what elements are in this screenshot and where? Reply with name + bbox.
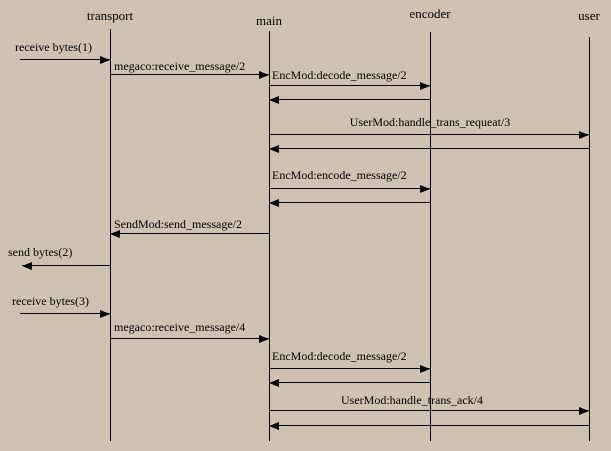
arrowhead-left-icon xyxy=(22,262,32,270)
arrowhead-left-icon xyxy=(269,379,279,387)
message-label: UserMod:handle_trans_requeat/3 xyxy=(349,115,511,129)
arrowhead-left-icon xyxy=(269,199,279,207)
arrowhead-left-icon xyxy=(269,145,279,153)
message-label: SendMod:send_message/2 xyxy=(114,217,242,231)
arrowhead-left-icon xyxy=(269,422,279,430)
message-line xyxy=(269,134,589,135)
message-line xyxy=(269,99,430,100)
message-line xyxy=(22,265,110,266)
arrowhead-right-icon xyxy=(259,71,269,79)
message-line xyxy=(269,410,589,411)
message-line xyxy=(20,313,110,314)
lifeline-user xyxy=(589,37,590,441)
arrowhead-right-icon xyxy=(420,185,430,193)
arrowhead-right-icon xyxy=(259,335,269,343)
message-label: megaco:receive_message/2 xyxy=(114,59,246,73)
message-line xyxy=(20,59,110,60)
actor-label-encoder[interactable]: encoder xyxy=(409,6,451,21)
actor-label-main[interactable]: main xyxy=(256,13,282,28)
arrowhead-right-icon xyxy=(100,56,110,64)
message-line xyxy=(110,233,269,234)
message-line xyxy=(269,382,430,383)
message-line xyxy=(269,188,430,189)
message-label: EncMod:decode_message/2 xyxy=(272,68,407,82)
actor-label-user[interactable]: user xyxy=(578,8,600,23)
message-line xyxy=(269,202,430,203)
message-line xyxy=(269,85,430,86)
message-line xyxy=(269,368,430,369)
message-label: EncMod:decode_message/2 xyxy=(272,349,407,363)
message-label: EncMod:encode_message/2 xyxy=(272,168,407,182)
arrowhead-right-icon xyxy=(579,407,589,415)
message-line xyxy=(269,425,589,426)
arrowhead-right-icon xyxy=(420,82,430,90)
message-line xyxy=(110,338,269,339)
arrowhead-right-icon xyxy=(579,131,589,139)
lifeline-main xyxy=(269,31,270,441)
message-line xyxy=(269,148,589,149)
message-label: send bytes(2) xyxy=(8,245,73,259)
lifeline-encoder xyxy=(430,32,431,441)
arrowhead-left-icon xyxy=(269,96,279,104)
message-line xyxy=(110,74,269,75)
message-label: receive bytes(1) xyxy=(15,40,92,54)
arrowhead-right-icon xyxy=(100,310,110,318)
message-label: receive bytes(3) xyxy=(12,294,89,308)
message-label: megaco:receive_message/4 xyxy=(114,320,246,334)
message-label: UserMod:handle_trans_ack/4 xyxy=(341,393,483,407)
arrowhead-left-icon xyxy=(110,230,120,238)
arrowhead-right-icon xyxy=(420,365,430,373)
actor-label-transport[interactable]: transport xyxy=(86,8,134,23)
